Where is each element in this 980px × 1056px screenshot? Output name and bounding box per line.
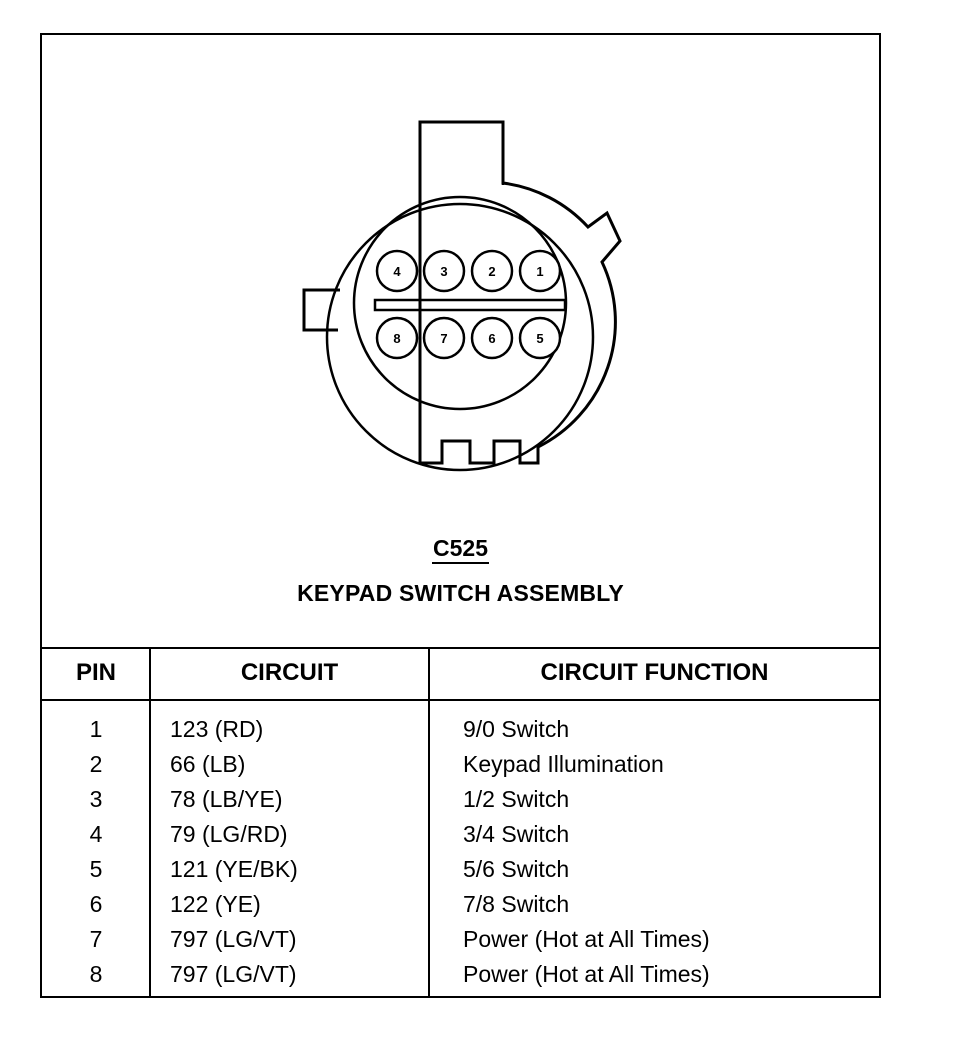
pin-number: 2 [488,264,495,279]
connector-latch [418,130,505,185]
pin-cavity [470,316,514,360]
connector-divider-bar [373,298,567,312]
cell-pin: 4 [89,821,103,847]
pin-cavity [422,249,466,293]
connector-outer-ring [325,202,595,472]
header-pin: PIN [75,659,116,686]
diagram-frame: 4 3 2 1 8 7 6 5 C525 KEYPAD SWITCH ASSEMBLY PI… [40,33,881,998]
cell-function: Power (Hot at All Times) [463,926,710,952]
table-row: 5 121 (YE/BK) 5/6 Switch [42,853,879,888]
cell-pin: 3 [89,786,103,812]
cell-function: 3/4 Switch [463,821,570,847]
cell-circuit: 78 (LB/YE) [170,786,283,812]
pin-number: 6 [488,331,495,346]
pin-number: 4 [393,264,401,279]
table-row: 8 797 (LG/VT) Power (Hot at All Times) [42,958,879,993]
pin-cavity [375,316,419,360]
pin-number: 7 [440,331,447,346]
cell-circuit: 797 (LG/VT) [170,961,297,987]
pin-cavity [422,316,466,360]
connector-name: KEYPAD SWITCH ASSEMBLY [297,580,624,606]
table-row: 7 797 (LG/VT) Power (Hot at All Times) [42,923,879,958]
cell-function: 9/0 Switch [463,716,570,742]
cell-function: 7/8 Switch [463,891,570,917]
table-row: 1 123 (RD) 9/0 Switch [42,713,879,748]
cell-pin: 8 [89,961,103,987]
connector-face-diagram: 4 3 2 1 8 7 6 5 [302,120,622,472]
pin-cavity [518,316,562,360]
table-row: 3 78 (LB/YE) 1/2 Switch [42,783,879,818]
cell-pin: 7 [89,926,103,952]
cell-circuit: 121 (YE/BK) [170,856,298,882]
column-divider [428,649,430,998]
header-circuit-function: CIRCUIT FUNCTION [540,659,769,686]
connector-id: C525 [42,535,879,564]
cell-function: Keypad Illumination [463,751,664,777]
pin-number: 3 [440,264,447,279]
cell-circuit: 79 (LG/RD) [170,821,288,847]
cell-pin: 6 [89,891,103,917]
pin-number: 1 [536,264,543,279]
cell-function: 5/6 Switch [463,856,570,882]
cell-circuit: 123 (RD) [170,716,264,742]
cell-pin: 1 [89,716,103,742]
pin-cavity [518,249,562,293]
connector-outer-shell [418,120,622,465]
cell-circuit: 797 (LG/VT) [170,926,297,952]
cell-pin: 5 [89,856,103,882]
cell-function: Power (Hot at All Times) [463,961,710,987]
connector-left-tab [302,288,340,332]
header-circuit: CIRCUIT [240,659,339,686]
header-divider [42,699,879,701]
pin-number: 5 [536,331,543,346]
pin-cavity [470,249,514,293]
table-row: 4 79 (LG/RD) 3/4 Switch [42,818,879,853]
cell-function: 1/2 Switch [463,786,570,812]
pin-table: PIN CIRCUIT CIRCUIT FUNCTION 1 123 (RD) 9/… [42,647,879,998]
connector-inner-ring [352,195,568,411]
table-body: 1 123 (RD) 9/0 Switch 2 66 (LB) Keypad Illumi… [42,713,879,993]
cell-pin: 2 [89,751,103,777]
cell-circuit: 122 (YE) [170,891,261,917]
pin-cavity [375,249,419,293]
column-divider [149,649,151,998]
table-row: 2 66 (LB) Keypad Illumination [42,748,879,783]
pin-number: 8 [393,331,400,346]
connector-id-text: C525 [432,535,489,564]
table-row: 6 122 (YE) 7/8 Switch [42,888,879,923]
cell-circuit: 66 (LB) [170,751,246,777]
